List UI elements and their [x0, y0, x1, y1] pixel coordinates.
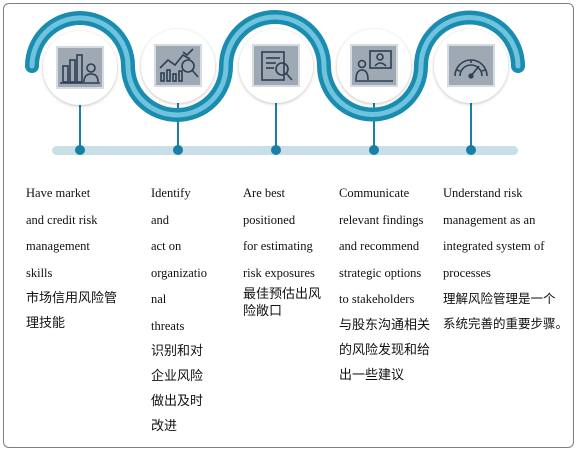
chinese-line: 出一些建议: [339, 367, 405, 383]
chinese-line: 的风险发现和给: [339, 342, 431, 358]
timeline-dot: [466, 145, 476, 155]
chinese-line: 系统完善的重要步骤。: [443, 316, 569, 331]
chinese-line: 理解风险管理是一个: [443, 291, 556, 306]
english-line: nal: [151, 292, 167, 306]
chinese-line: 市场信用风险管: [26, 291, 118, 306]
chinese-line: 做出及时: [151, 394, 204, 409]
step-3-chinese: 最佳预估出风 险敞口: [243, 286, 321, 320]
timeline-dot: [173, 145, 183, 155]
english-line: Have market: [26, 186, 91, 200]
gauge-icon: [447, 44, 495, 87]
timeline-dot: [369, 145, 379, 155]
english-line: Understand risk: [443, 186, 523, 200]
step-4-english: Communicate relevant findings and recomm…: [339, 180, 430, 313]
english-line: and credit risk: [26, 212, 98, 227]
english-line: act on: [151, 239, 182, 253]
chinese-line: 与股东沟通相关: [339, 317, 431, 333]
english-line: management: [26, 239, 90, 253]
english-line: and: [151, 212, 170, 227]
step-1-chinese: 市场信用风险管 理技能: [26, 286, 117, 336]
english-line: Identify: [151, 186, 191, 200]
english-line: to stakeholders: [339, 292, 415, 306]
english-line: risk exposures: [243, 265, 315, 280]
chinese-line: 企业风险: [151, 369, 204, 384]
step-3-text: Are best positioned for estimating risk …: [243, 180, 321, 320]
step-1-text: Have market and credit risk management s…: [26, 180, 117, 336]
step-2-chinese: 识别和对 企业风险 做出及时 改进: [151, 339, 207, 439]
step-5-text: Understand risk management as an integra…: [443, 180, 568, 336]
step-3-english: Are best positioned for estimating risk …: [243, 180, 321, 286]
chinese-line: 改进: [151, 419, 178, 434]
english-line: organizatio: [151, 265, 207, 280]
step-2-text: Identify and act on organizatio nal thre…: [151, 180, 207, 439]
english-line: positioned: [243, 212, 296, 227]
english-line: integrated system of: [443, 239, 545, 253]
english-line: strategic options: [339, 265, 422, 280]
step-2-english: Identify and act on organizatio nal thre…: [151, 180, 207, 339]
english-line: Are best: [243, 186, 285, 200]
step-5-english: Understand risk management as an integra…: [443, 180, 568, 286]
chinese-line: 理技能: [26, 316, 66, 331]
step-4-chinese: 与股东沟通相关 的风险发现和给 出一些建议: [339, 313, 430, 388]
english-line: threats: [151, 318, 185, 333]
chinese-line: 识别和对: [151, 344, 204, 359]
trend-analysis-icon: [154, 44, 202, 87]
step-1-english: Have market and credit risk management s…: [26, 180, 117, 286]
step-4-text: Communicate relevant findings and recomm…: [339, 180, 430, 388]
english-line: for estimating: [243, 239, 313, 253]
user-chart-icon: [56, 46, 104, 89]
timeline-dot: [75, 145, 85, 155]
english-line: skills: [26, 265, 53, 280]
english-line: relevant findings: [339, 212, 424, 227]
chinese-line: 最佳预估出风: [243, 287, 322, 302]
chinese-line: 险敞口: [243, 304, 283, 319]
serpentine-ribbon: [25, 10, 525, 122]
english-line: processes: [443, 265, 491, 280]
process-ribbon: [25, 10, 525, 155]
document-search-icon: [252, 44, 300, 87]
presenter-screen-icon: [350, 44, 398, 87]
english-line: and recommend: [339, 239, 420, 253]
step-5-chinese: 理解风险管理是一个 系统完善的重要步骤。: [443, 286, 568, 336]
timeline-dot: [271, 145, 281, 155]
english-line: management as an: [443, 212, 536, 227]
timeline-bar: [52, 146, 518, 155]
english-line: Communicate: [339, 186, 410, 200]
